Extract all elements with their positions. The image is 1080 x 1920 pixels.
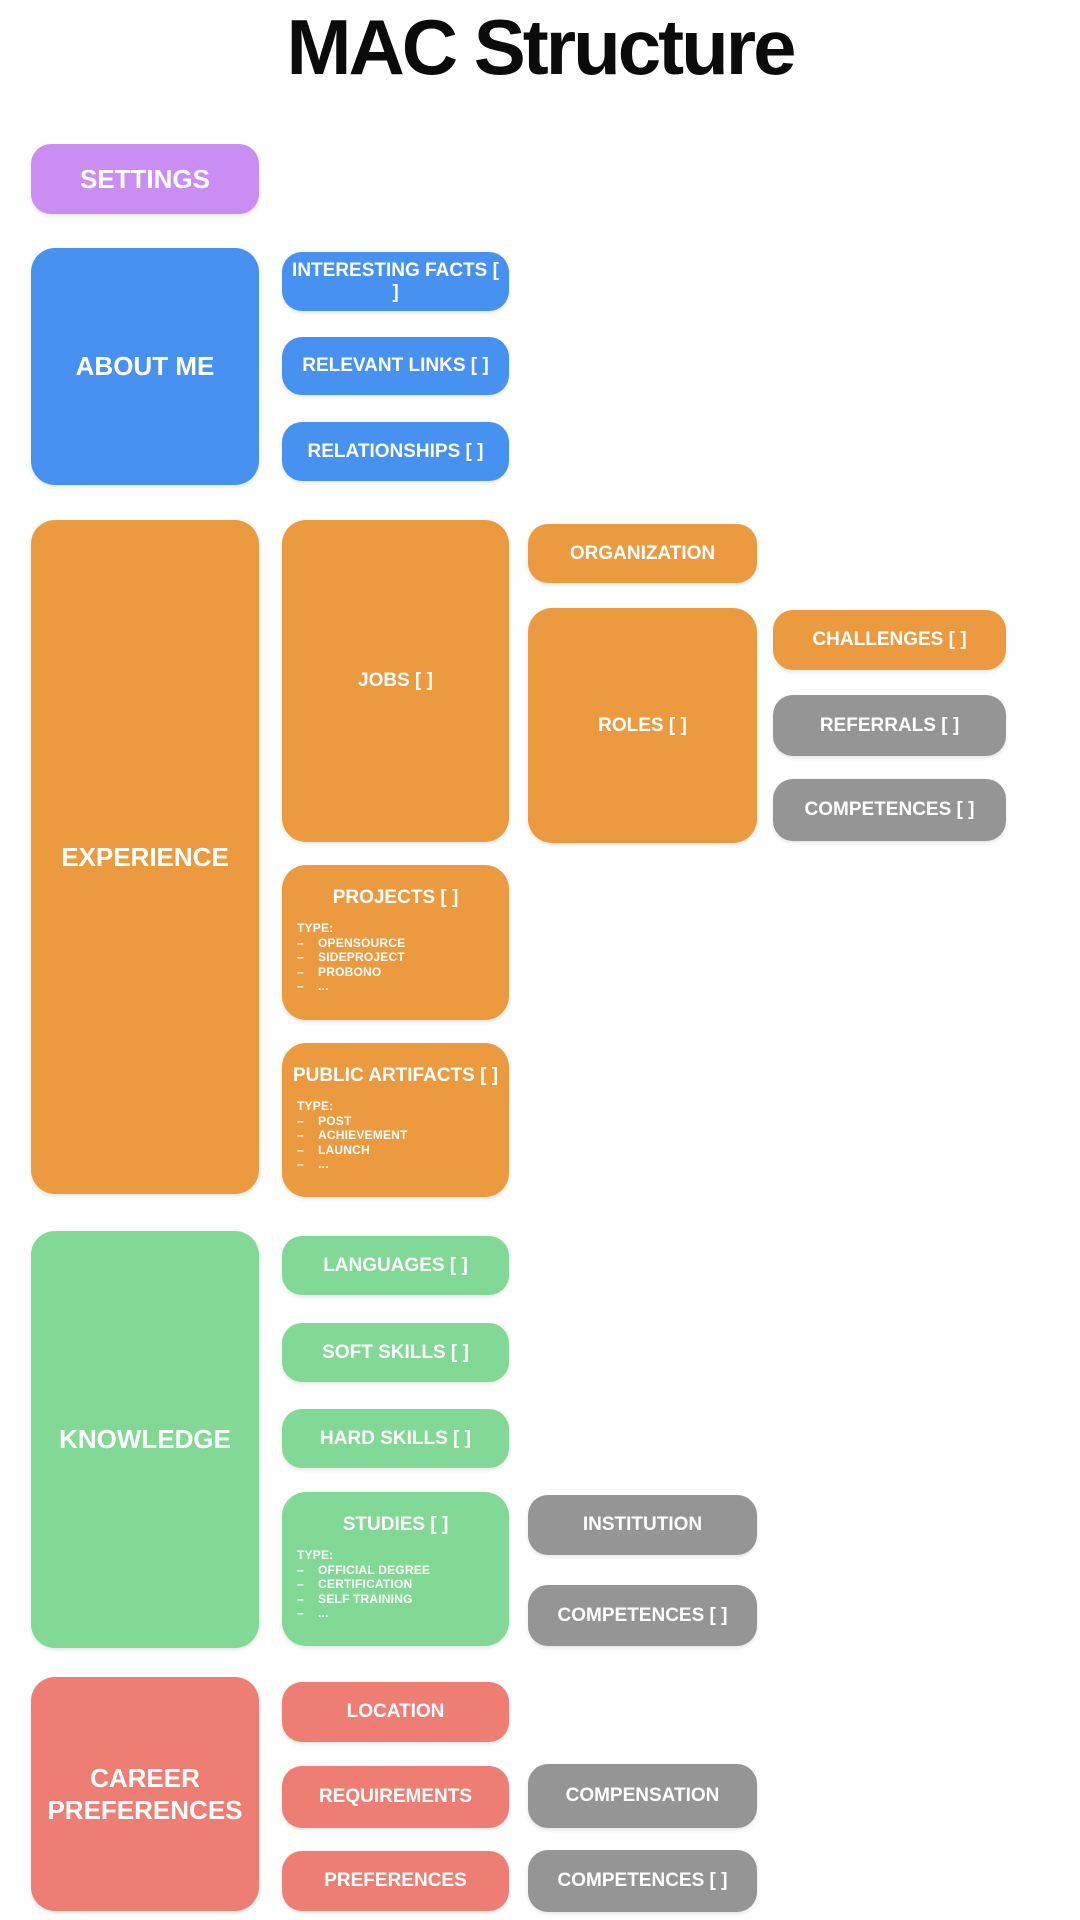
node-career-preferences-label: CAREER PREFERENCES [47, 1762, 243, 1826]
dash-bullet: – [297, 1113, 304, 1128]
node-projects[interactable]: PROJECTS [ ] TYPE: –OPENSOURCE –SIDEPROJ… [282, 865, 509, 1020]
public-artifacts-type-list: TYPE: –POST –ACHIEVEMENT –LAUNCH –... [297, 1099, 509, 1172]
node-roles[interactable]: ROLES [ ] [528, 608, 757, 843]
node-hard-skills[interactable]: HARD SKILLS [ ] [282, 1409, 509, 1468]
dash-bullet: – [297, 1128, 304, 1142]
node-languages-label: LANGUAGES [ ] [323, 1254, 468, 1276]
projects-type-list: TYPE: –OPENSOURCE –SIDEPROJECT –PROBONO … [297, 921, 509, 994]
node-competences-studies-label: COMPETENCES [ ] [557, 1604, 728, 1626]
diagram-title: MAC Structure [286, 3, 796, 91]
node-settings[interactable]: SETTINGS [31, 144, 259, 214]
node-interesting-facts-label: INTERESTING FACTS [ ] [292, 259, 499, 303]
node-jobs-label: JOBS [ ] [358, 670, 433, 691]
node-compensation[interactable]: COMPENSATION [528, 1764, 757, 1828]
type-item: –... [297, 1606, 509, 1621]
type-item-label: OFFICIAL DEGREE [318, 1562, 431, 1577]
node-relationships[interactable]: RELATIONSHIPS [ ] [282, 422, 509, 481]
node-preferences-label: PREFERENCES [324, 1870, 467, 1891]
node-public-artifacts[interactable]: PUBLIC ARTIFACTS [ ] TYPE: –POST –ACHIEV… [282, 1043, 509, 1197]
type-item: –... [297, 1157, 509, 1172]
node-location[interactable]: LOCATION [282, 1682, 509, 1742]
type-item: –CERTIFICATION [297, 1577, 509, 1592]
node-organization-label: ORGANIZATION [569, 542, 716, 564]
type-item: –... [297, 979, 509, 994]
node-referrals[interactable]: REFERRALS [ ] [773, 695, 1006, 756]
dash-bullet: – [297, 1562, 304, 1577]
type-item-label: CERTIFICATION [318, 1577, 413, 1591]
node-preferences[interactable]: PREFERENCES [282, 1851, 509, 1911]
node-studies-label: STUDIES [ ] [342, 1514, 449, 1535]
node-competences-career[interactable]: COMPETENCES [ ] [528, 1850, 757, 1912]
node-institution[interactable]: INSTITUTION [528, 1495, 757, 1555]
type-item: –POST [297, 1114, 509, 1129]
type-item: –LAUNCH [297, 1143, 509, 1158]
dash-bullet: – [297, 1157, 304, 1171]
type-item-label: PROBONO [318, 964, 382, 979]
dash-bullet: – [297, 1142, 304, 1157]
dash-bullet: – [297, 1591, 304, 1606]
studies-type-heading: TYPE: [297, 1548, 334, 1562]
type-item-label: ACHIEVEMENT [318, 1128, 408, 1142]
type-item-label: POST [318, 1113, 352, 1128]
node-studies[interactable]: STUDIES [ ] TYPE: –OFFICIAL DEGREE –CERT… [282, 1492, 509, 1646]
node-interesting-facts[interactable]: INTERESTING FACTS [ ] [282, 252, 509, 311]
node-institution-label: INSTITUTION [582, 1514, 703, 1535]
dash-bullet: – [297, 1577, 304, 1591]
projects-type-heading: TYPE: [297, 921, 334, 935]
type-item-label: SIDEPROJECT [318, 950, 405, 964]
node-career-preferences[interactable]: CAREER PREFERENCES [31, 1677, 259, 1911]
node-competences-roles[interactable]: COMPETENCES [ ] [773, 779, 1006, 841]
node-requirements[interactable]: REQUIREMENTS [282, 1766, 509, 1828]
type-item-label: SELF TRAINING [318, 1591, 413, 1606]
node-soft-skills-label: SOFT SKILLS [ ] [322, 1341, 469, 1363]
type-item: –OFFICIAL DEGREE [297, 1563, 509, 1578]
type-item: –ACHIEVEMENT [297, 1128, 509, 1143]
type-item-label: LAUNCH [318, 1142, 370, 1157]
node-competences-studies[interactable]: COMPETENCES [ ] [528, 1585, 757, 1646]
node-knowledge[interactable]: KNOWLEDGE [31, 1231, 259, 1648]
node-relevant-links-label: RELEVANT LINKS [ ] [302, 355, 489, 376]
node-organization[interactable]: ORGANIZATION [528, 524, 757, 583]
node-challenges[interactable]: CHALLENGES [ ] [773, 610, 1006, 670]
node-roles-label: ROLES [ ] [598, 714, 687, 736]
node-hard-skills-label: HARD SKILLS [ ] [320, 1427, 471, 1449]
public-artifacts-type-heading: TYPE: [297, 1099, 334, 1113]
node-requirements-label: REQUIREMENTS [318, 1786, 473, 1807]
node-competences-career-label: COMPETENCES [ ] [557, 1870, 728, 1891]
node-competences-roles-label: COMPETENCES [ ] [804, 799, 975, 820]
node-experience-label: EXPERIENCE [61, 841, 229, 872]
node-knowledge-label: KNOWLEDGE [59, 1424, 231, 1455]
node-relationships-label: RELATIONSHIPS [ ] [307, 440, 484, 462]
dash-bullet: – [297, 950, 304, 964]
type-item-label: ... [318, 1606, 329, 1620]
type-item-label: OPENSOURCE [318, 935, 406, 950]
node-experience[interactable]: EXPERIENCE [31, 520, 259, 1194]
node-soft-skills[interactable]: SOFT SKILLS [ ] [282, 1323, 509, 1382]
node-about-me-label: ABOUT ME [75, 351, 215, 382]
type-item: –SIDEPROJECT [297, 950, 509, 965]
dash-bullet: – [297, 935, 304, 950]
type-item-label: ... [318, 1157, 329, 1171]
dash-bullet: – [297, 979, 304, 993]
type-item: –SELF TRAINING [297, 1592, 509, 1607]
node-public-artifacts-label: PUBLIC ARTIFACTS [ ] [292, 1065, 499, 1086]
node-location-label: LOCATION [346, 1701, 445, 1722]
node-referrals-label: REFERRALS [ ] [819, 714, 960, 736]
node-settings-label: SETTINGS [79, 163, 210, 194]
node-about-me[interactable]: ABOUT ME [31, 248, 259, 485]
node-challenges-label: CHALLENGES [ ] [812, 629, 967, 650]
type-item-label: ... [318, 979, 329, 993]
node-relevant-links[interactable]: RELEVANT LINKS [ ] [282, 337, 509, 395]
dash-bullet: – [297, 964, 304, 979]
node-languages[interactable]: LANGUAGES [ ] [282, 1236, 509, 1295]
node-projects-label: PROJECTS [ ] [332, 887, 459, 908]
studies-type-list: TYPE: –OFFICIAL DEGREE –CERTIFICATION –S… [297, 1548, 509, 1621]
node-jobs[interactable]: JOBS [ ] [282, 520, 509, 842]
type-item: –OPENSOURCE [297, 936, 509, 951]
dash-bullet: – [297, 1606, 304, 1620]
type-item: –PROBONO [297, 965, 509, 980]
node-compensation-label: COMPENSATION [565, 1785, 720, 1806]
